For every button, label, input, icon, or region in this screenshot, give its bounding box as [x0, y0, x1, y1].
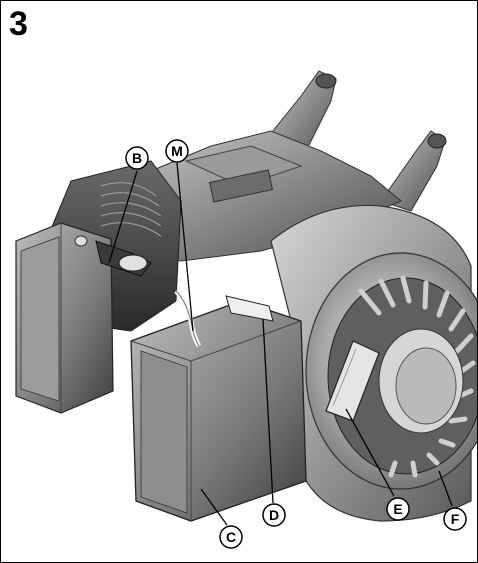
fuel-line — [174, 289, 202, 348]
callout-m: M — [165, 139, 189, 163]
callout-e: E — [386, 497, 410, 521]
callout-b: B — [125, 146, 149, 170]
callout-m-label: M — [171, 143, 183, 159]
callout-c-label: C — [226, 529, 236, 545]
leader-line-b — [108, 170, 138, 264]
starter-handle — [325, 340, 380, 422]
callout-d-label: D — [269, 507, 279, 523]
callout-c: C — [219, 525, 243, 549]
callout-e-label: E — [393, 501, 402, 517]
figure-number: 3 — [9, 5, 28, 43]
leader-line-e — [345, 408, 395, 497]
callout-b-label: B — [132, 150, 142, 166]
callouts: B M C D E F — [125, 139, 467, 549]
recoil-starter — [305, 252, 477, 490]
leader-line-c — [200, 488, 228, 526]
muffler — [15, 222, 114, 414]
callout-d: D — [262, 503, 286, 527]
leader-line-d — [262, 318, 274, 504]
callout-f: F — [443, 507, 467, 531]
leader-line-m — [176, 162, 194, 332]
leader-lines — [108, 162, 453, 526]
air-filter — [130, 300, 307, 522]
callout-f-label: F — [451, 511, 460, 527]
spark-plug — [74, 235, 152, 277]
leader-line-f — [438, 470, 453, 507]
choke-lever — [225, 295, 274, 322]
